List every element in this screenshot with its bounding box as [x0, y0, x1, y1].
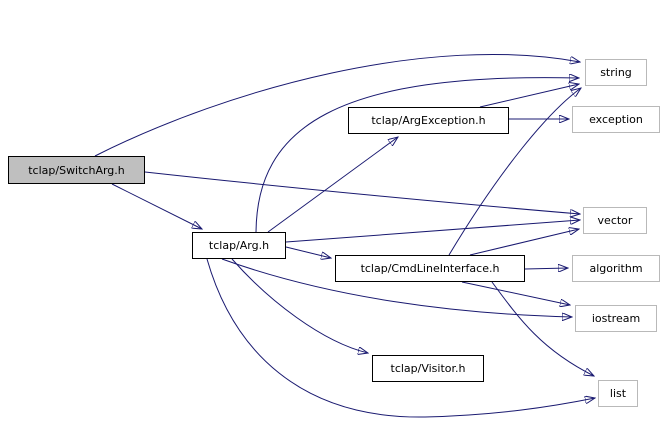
edge-switcharg-string: [94, 53, 580, 157]
node-switcharg-label: tclap/SwitchArg.h: [28, 163, 125, 177]
node-arg-label: tclap/Arg.h: [208, 239, 270, 252]
node-visitor-label: tclap/Visitor.h: [390, 362, 466, 375]
edge-cmdlineinterface-string: [448, 88, 581, 256]
node-algorithm-label: algorithm: [589, 262, 643, 275]
edge-cmdlineinterface-list: [491, 281, 594, 376]
node-exception-label: exception: [589, 113, 643, 126]
node-vector: vector: [583, 207, 647, 234]
node-switcharg: tclap/SwitchArg.h: [8, 156, 145, 184]
edge-argexception-string: [479, 84, 579, 108]
node-iostream-label: iostream: [591, 312, 641, 325]
edge-cmdlineinterface-iostream: [461, 281, 570, 305]
node-cmdlineinterface[interactable]: tclap/CmdLineInterface.h: [335, 255, 525, 282]
node-iostream: iostream: [575, 305, 657, 332]
node-exception: exception: [572, 106, 660, 133]
node-argexception-label: tclap/ArgException.h: [371, 114, 486, 127]
node-cmdlineinterface-label: tclap/CmdLineInterface.h: [360, 262, 500, 275]
node-argexception[interactable]: tclap/ArgException.h: [348, 107, 509, 134]
edge-cmdlineinterface-vector: [469, 229, 579, 256]
edge-arg-cmdlineinterface: [285, 246, 331, 258]
edge-switcharg-vector: [144, 171, 580, 214]
edge-cmdlineinterface-algorithm: [524, 268, 568, 269]
node-list-label: list: [609, 387, 627, 400]
node-visitor[interactable]: tclap/Visitor.h: [372, 355, 484, 382]
edge-arg-vector: [285, 220, 580, 243]
edge-arg-string: [255, 78, 579, 233]
node-string: string: [585, 59, 647, 86]
edge-switcharg-arg: [111, 183, 202, 229]
node-algorithm: algorithm: [572, 255, 660, 282]
node-arg[interactable]: tclap/Arg.h: [192, 232, 286, 259]
edge-arg-argexception: [267, 137, 398, 233]
edge-arg-visitor: [231, 258, 368, 353]
node-list: list: [598, 380, 638, 407]
edge-arg-list: [206, 258, 595, 418]
node-vector-label: vector: [597, 214, 633, 227]
edge-arg-iostream: [221, 258, 572, 317]
node-string-label: string: [600, 66, 632, 79]
